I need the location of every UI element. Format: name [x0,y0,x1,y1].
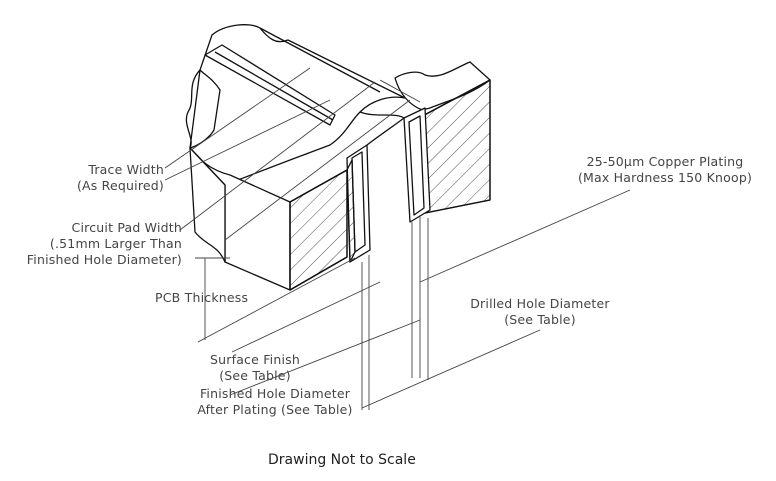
trace-width-leader [164,67,311,169]
pcb-thickness-label: PCB Thickness [155,290,249,305]
copper-plating-label: 25-50µm Copper Plating (Max Hardness 150… [577,154,753,185]
finished-hole-diameter-dimension [229,319,421,396]
left-block-cut-face [289,169,348,291]
trace-width-label: Trace Width (As Required) [76,162,164,193]
surface-finish-label: Surface Finish (See Table) [210,352,300,383]
hole-wall-plating-right [403,107,431,223]
left-block-break-edge [185,69,226,263]
surface-finish-leader [231,281,381,353]
drawing-caption: Drawing Not to Scale [268,452,416,468]
circuit-pad-width-leader [179,81,376,231]
drilled-hole-diameter-dimension [361,329,541,409]
circuit-pad-width-label: Circuit Pad Width (.51mm Larger Than Fin… [26,220,182,267]
drilled-hole-diameter-label: Drilled Hole Diameter (See Table) [470,296,610,327]
copper-plating-leader [419,189,631,283]
finished-hole-diameter-label: Finished Hole Diameter After Plating (Se… [197,386,353,417]
